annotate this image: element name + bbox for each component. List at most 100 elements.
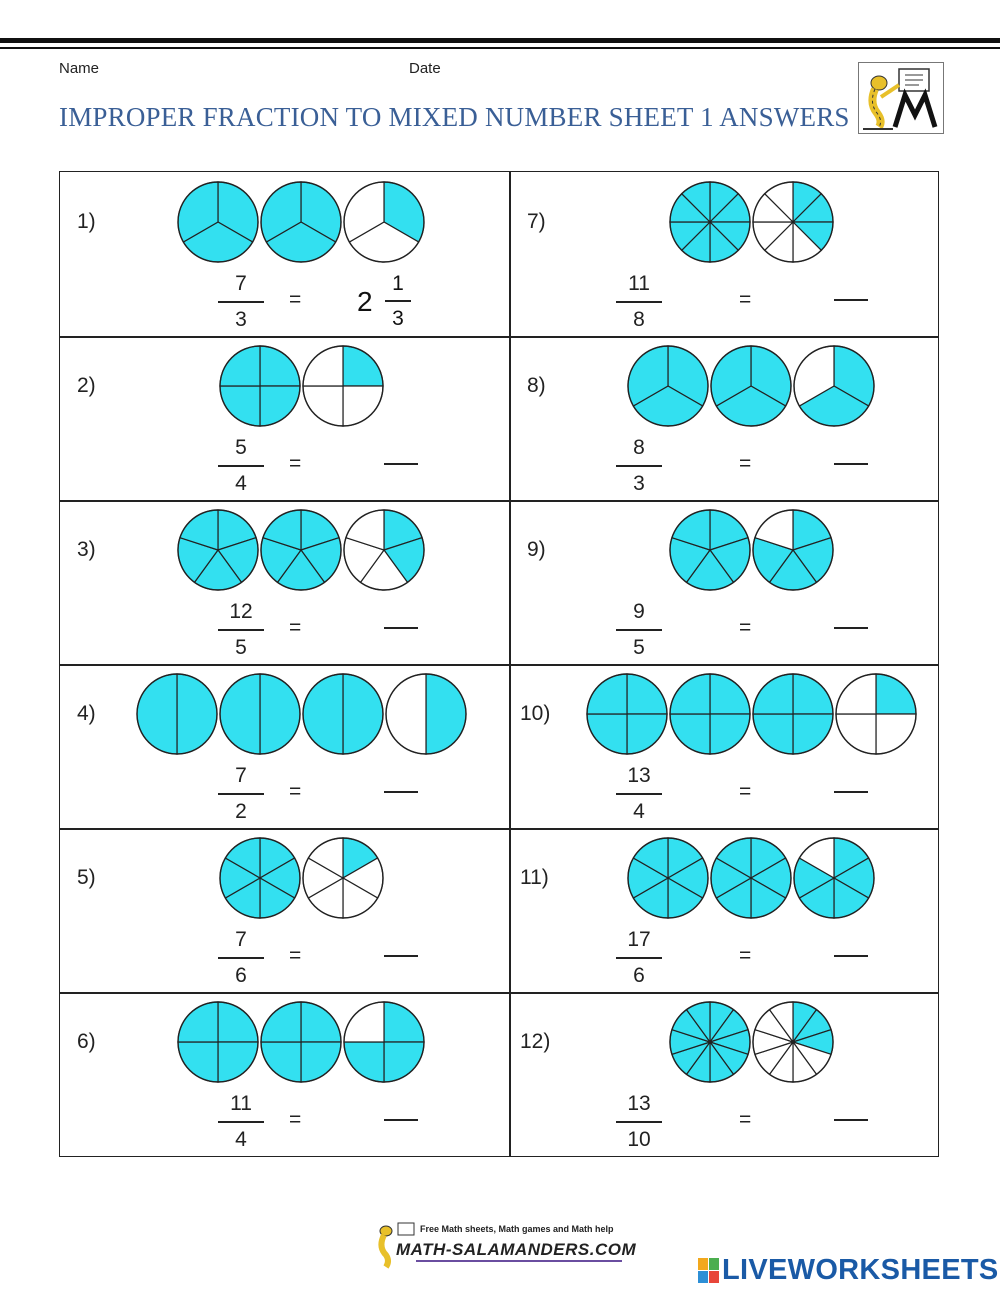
equals-sign: =: [739, 1108, 752, 1131]
problem-number: 6): [77, 1030, 96, 1053]
equals-sign: =: [739, 944, 752, 967]
answer-denominator: 3: [392, 306, 404, 330]
denominator: 10: [627, 1127, 651, 1151]
improper-fraction: 13 4: [604, 762, 674, 826]
answer-blank[interactable]: [384, 791, 418, 793]
problem-number: 7): [527, 210, 546, 233]
footer-site: MATH-SALAMANDERS.COM: [396, 1240, 637, 1259]
problem-number: 2): [77, 374, 96, 397]
numerator: 13: [627, 764, 651, 787]
fraction-circles: [177, 1001, 425, 1083]
equals-sign: =: [739, 288, 752, 311]
answer-blank[interactable]: [834, 463, 868, 465]
numerator: 8: [633, 436, 645, 459]
fraction-circle: [668, 673, 751, 755]
page-title: IMPROPER FRACTION TO MIXED NUMBER SHEET …: [59, 102, 850, 132]
answer-numerator: 1: [392, 272, 404, 295]
fraction-circle: [260, 509, 342, 591]
fraction-circle: [218, 837, 301, 919]
fraction-circle: [218, 673, 301, 755]
answer-blank[interactable]: [834, 1119, 868, 1121]
fraction-circles: [627, 345, 875, 427]
denominator: 6: [235, 963, 247, 987]
equals-sign: =: [739, 452, 752, 475]
equals-sign: =: [739, 616, 752, 639]
top-rule-thin: [0, 47, 1000, 49]
fraction-bar: [616, 465, 662, 467]
answer-blank[interactable]: [384, 955, 418, 957]
fraction-circle: [301, 837, 384, 919]
denominator: 3: [235, 307, 247, 331]
numerator: 11: [628, 272, 650, 295]
fraction-circle: [710, 837, 792, 919]
fraction-circle: [301, 673, 384, 755]
fraction-circle: [751, 509, 834, 591]
fraction-circle: [627, 837, 709, 919]
denominator: 4: [235, 471, 247, 495]
fraction-bar: [616, 793, 662, 795]
shaded-slice: [301, 673, 344, 755]
fraction-bar: [218, 957, 264, 959]
answer-blank[interactable]: [834, 955, 868, 957]
improper-fraction: 12 5: [206, 598, 276, 662]
fraction-circle: [793, 345, 875, 427]
salamander-logo-icon: [858, 62, 944, 134]
numerator: 7: [235, 764, 247, 787]
answer-blank[interactable]: [834, 299, 868, 301]
fraction-circle: [834, 673, 917, 755]
equals-sign: =: [289, 780, 302, 803]
improper-fraction: 11 8: [604, 270, 674, 334]
shaded-slice: [175, 673, 218, 755]
grid-divider-row: [60, 336, 938, 338]
fraction-circle: [751, 1001, 834, 1083]
fraction-bar: [616, 301, 662, 303]
denominator: 8: [633, 307, 645, 331]
denominator: 5: [235, 635, 247, 659]
fraction-circle: [301, 345, 384, 427]
grid-divider-row: [60, 664, 938, 666]
numerator: 13: [627, 1092, 651, 1115]
denominator: 4: [633, 799, 645, 823]
problem-number: 3): [77, 538, 96, 561]
problem-number: 9): [527, 538, 546, 561]
unshaded-slice: [384, 673, 427, 755]
answer-blank[interactable]: [834, 627, 868, 629]
numerator: 9: [633, 600, 645, 623]
equals-sign: =: [739, 780, 752, 803]
answer-blank[interactable]: [384, 463, 418, 465]
numerator: 7: [235, 928, 247, 951]
denominator: 5: [633, 635, 645, 659]
problem-number: 11): [520, 866, 549, 889]
shaded-slice: [424, 673, 467, 755]
answer-blank[interactable]: [384, 627, 418, 629]
fraction-circle: [627, 345, 709, 427]
problem-number: 1): [77, 210, 96, 233]
top-rule-thick: [0, 38, 1000, 43]
numerator: 5: [235, 436, 247, 459]
shaded-slice: [258, 673, 301, 755]
fraction-circle: [343, 181, 425, 263]
fraction-circle: [751, 673, 834, 755]
fraction-circle: [343, 509, 425, 591]
grid-divider-row: [60, 828, 938, 830]
fraction-circles: [668, 1001, 834, 1083]
answer-blank[interactable]: [834, 791, 868, 793]
date-label: Date: [409, 60, 441, 77]
grid-divider-row: [60, 500, 938, 502]
fraction-bar: [616, 957, 662, 959]
name-label: Name: [59, 60, 100, 77]
fraction-circles: [668, 181, 834, 263]
fraction-circle: [177, 181, 259, 263]
fraction-circle: [751, 181, 834, 263]
fraction-circle: [218, 345, 301, 427]
fraction-circle: [384, 673, 467, 755]
answer-blank[interactable]: [384, 1119, 418, 1121]
numerator: 12: [229, 600, 253, 623]
